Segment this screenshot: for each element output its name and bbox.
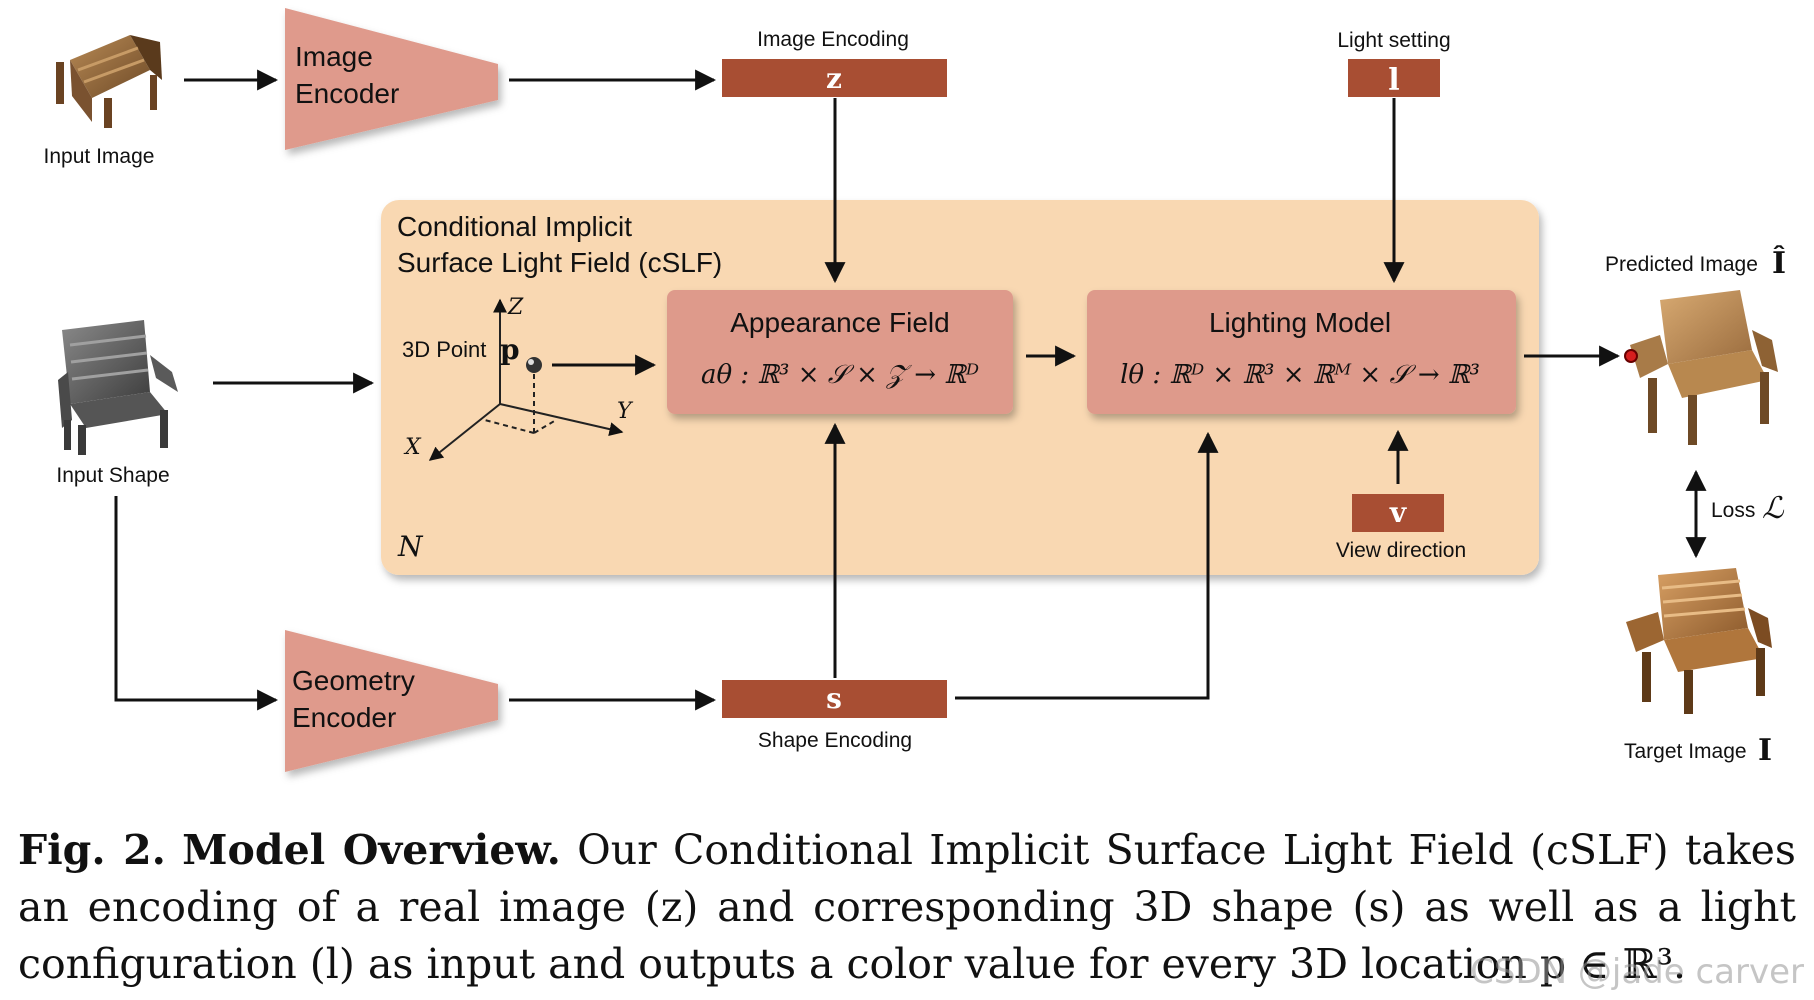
shape-encoding-label: Shape Encoding <box>758 729 912 752</box>
caption-text: Our Conditional Implicit Surface Light F… <box>18 826 1796 988</box>
lighting-model-formula: lθ : ℝᴰ × ℝ³ × ℝᴹ × 𝒮 → ℝ³ <box>1120 360 1480 390</box>
panel-title-line2: Surface Light Field (cSLF) <box>397 247 722 278</box>
s-code-bar <box>722 680 947 718</box>
caption-fig-label: Fig. 2. <box>18 826 166 874</box>
v-code-bar <box>1352 494 1444 532</box>
predicted-image-label: Predicted Image <box>1605 253 1758 276</box>
l-code-bar <box>1348 59 1440 97</box>
model-overview-diagram: Input Image Image Encoder Image Encoding… <box>44 8 1786 772</box>
geometry-encoder-line2: Encoder <box>292 702 396 733</box>
panel-title-line1: Conditional Implicit <box>397 211 632 242</box>
loss-symbol: ℒ <box>1762 491 1785 526</box>
z-symbol: z <box>826 62 842 95</box>
point-label: 3D Point <box>402 337 486 362</box>
appearance-field-title: Appearance Field <box>730 307 949 338</box>
image-encoder-line2: Encoder <box>295 78 399 109</box>
target-image-symbol: I <box>1758 733 1772 768</box>
lighting-model-title: Lighting Model <box>1209 307 1391 338</box>
loss-label: Loss <box>1711 499 1755 522</box>
geometry-encoder-line1: Geometry <box>292 665 415 696</box>
image-encoding-label: Image Encoding <box>757 28 909 51</box>
image-encoder-line1: Image <box>295 41 373 72</box>
l-symbol: l <box>1388 63 1399 98</box>
axis-z-label: Z <box>507 295 524 320</box>
s-symbol: s <box>826 682 842 715</box>
axis-x-label: X <box>403 435 422 460</box>
target-image-chair <box>1626 568 1772 714</box>
target-image-label: Target Image <box>1624 740 1747 763</box>
appearance-field-box <box>667 290 1013 414</box>
flow-arrows <box>114 69 1707 711</box>
caption-heading: Model Overview. <box>182 826 561 874</box>
light-setting-label: Light setting <box>1337 29 1450 52</box>
watermark: CSDN @jade carver <box>1470 952 1804 992</box>
predicted-image-symbol: Î <box>1772 245 1786 281</box>
view-direction-label: View direction <box>1336 539 1466 562</box>
axis-y-label: Y <box>617 399 634 424</box>
input-image-label: Input Image <box>44 145 155 168</box>
z-code-bar <box>722 59 947 97</box>
geometry-encoder-block <box>285 630 498 772</box>
input-shape-label: Input Shape <box>56 464 169 487</box>
appearance-field-formula: aθ : ℝ³ × 𝒮 × 𝒵 → ℝᴰ <box>701 360 979 390</box>
repeat-symbol: N <box>397 530 424 563</box>
coordinate-axes <box>428 298 624 461</box>
p-symbol: p <box>500 333 520 366</box>
lighting-model-box <box>1087 290 1516 414</box>
input-image-chair <box>56 35 162 128</box>
3d-point-marker <box>526 357 542 373</box>
predicted-image-chair <box>1624 290 1778 445</box>
input-shape-chair <box>58 320 178 455</box>
v-symbol: v <box>1389 496 1407 529</box>
image-encoder-block <box>285 8 498 150</box>
figure-caption: Fig. 2. Model Overview. Our Conditional … <box>18 822 1796 993</box>
